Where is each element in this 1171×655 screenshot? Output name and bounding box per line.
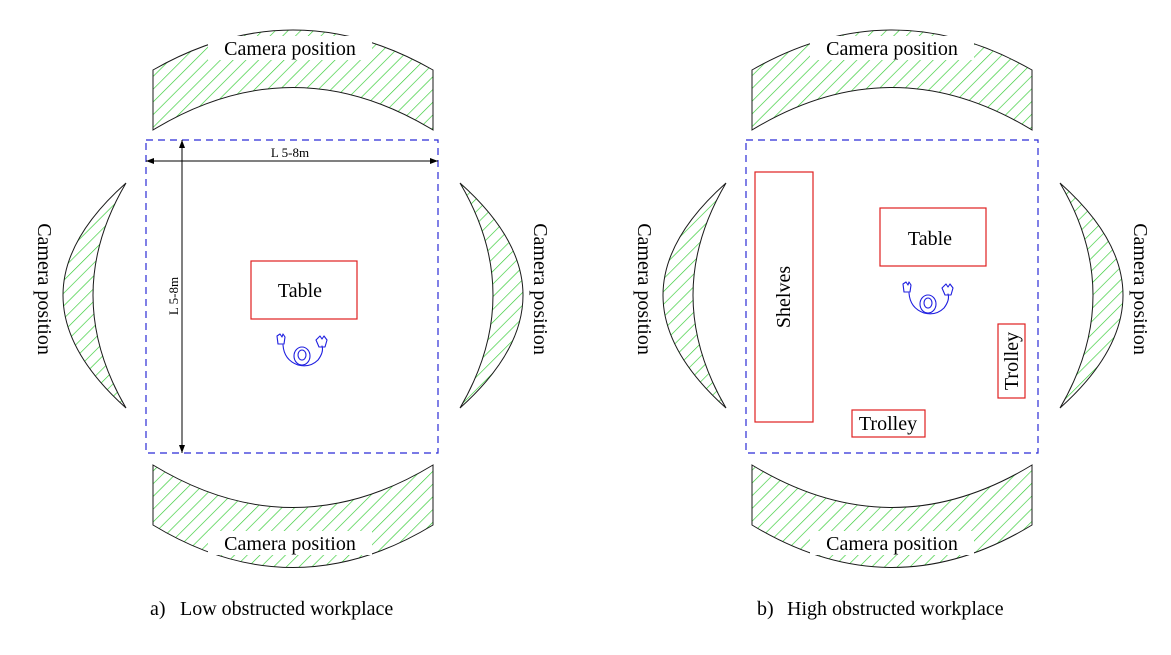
- caption-marker-a: a): [150, 598, 166, 620]
- camera-label-top-a: Camera position: [224, 38, 356, 60]
- camera-position-bottom-a: Camera position: [152, 464, 434, 568]
- camera-position-right-a: Camera position: [459, 182, 553, 409]
- camera-label-left-b: Camera position: [633, 223, 655, 355]
- camera-position-top-a: Camera position: [152, 29, 434, 131]
- caption-text-b: High obstructed workplace: [787, 598, 1004, 620]
- camera-label-top-b: Camera position: [826, 38, 958, 60]
- caption-a: a) Low obstructed workplace: [150, 598, 393, 620]
- table-a: Table: [250, 260, 358, 320]
- dimension-horizontal-a: L 5-8m: [146, 145, 438, 164]
- camera-label-left-a: Camera position: [33, 223, 55, 355]
- shelves-b: Shelves: [754, 171, 814, 423]
- table-b: Table: [879, 207, 987, 267]
- camera-label-right-a: Camera position: [529, 223, 551, 355]
- trolley-side-label-b: Trolley: [1001, 332, 1023, 390]
- trolley-bottom-label-b: Trolley: [859, 413, 917, 435]
- dimension-vertical-a: L 5-8m: [166, 140, 185, 453]
- caption-b: b) High obstructed workplace: [757, 598, 1004, 620]
- trolley-bottom-b: Trolley: [851, 409, 926, 438]
- table-label-b: Table: [908, 228, 952, 250]
- caption-text-a: Low obstructed workplace: [180, 598, 393, 620]
- camera-position-top-b: Camera position: [751, 29, 1033, 131]
- camera-position-bottom-b: Camera position: [751, 464, 1033, 568]
- trolley-side-b: Trolley: [997, 323, 1026, 399]
- camera-label-bottom-a: Camera position: [224, 533, 356, 555]
- dimension-label-horizontal-a: L 5-8m: [271, 145, 309, 160]
- table-label-a: Table: [278, 280, 322, 302]
- dimension-label-vertical-a: L 5-8m: [166, 277, 181, 315]
- shelves-label-b: Shelves: [773, 266, 795, 328]
- panel-a: Camera position Camera position Camera p…: [33, 29, 553, 568]
- workspace-boundary-b: [745, 139, 1039, 454]
- camera-position-left-a: Camera position: [33, 182, 127, 409]
- workspace-boundary-a: [145, 139, 439, 454]
- panel-b: Camera position Camera position Camera p…: [633, 29, 1153, 568]
- person-icon-a: [276, 333, 328, 367]
- caption-marker-b: b): [757, 598, 774, 620]
- camera-position-right-b: Camera position: [1059, 182, 1153, 409]
- person-icon-b: [902, 281, 954, 315]
- camera-label-bottom-b: Camera position: [826, 533, 958, 555]
- camera-label-right-b: Camera position: [1129, 223, 1151, 355]
- camera-position-left-b: Camera position: [633, 182, 727, 409]
